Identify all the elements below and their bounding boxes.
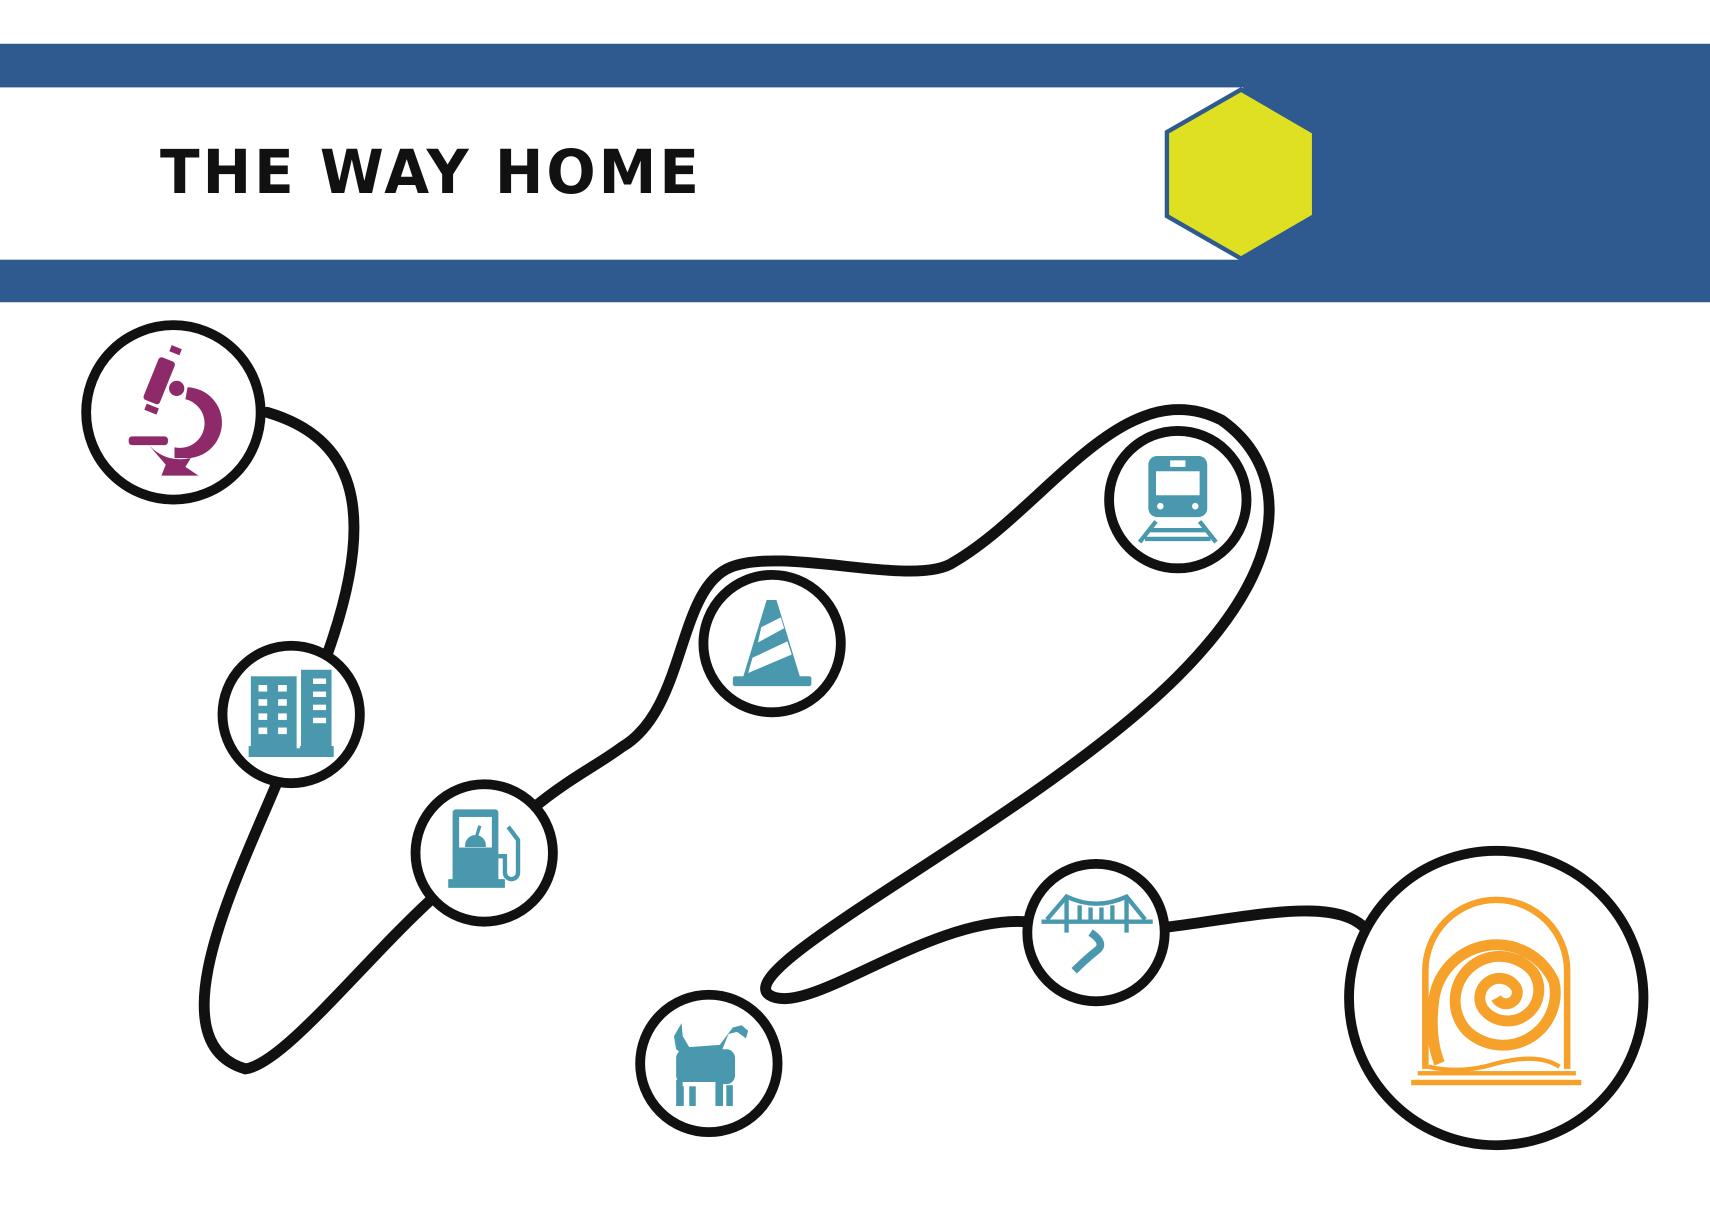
dog-icon [673, 1023, 749, 1106]
office-building-icon [248, 669, 334, 757]
train-icon [1137, 456, 1218, 544]
hexagon-badge [1164, 87, 1317, 262]
gas-pump-icon [448, 809, 521, 888]
page-title: THE WAY HOME [160, 136, 702, 208]
traffic-cone-icon [732, 599, 812, 687]
microscope-icon [128, 345, 222, 476]
header-white-strip [0, 87, 1244, 260]
stop-microscope [81, 320, 266, 505]
bridge-icon [1041, 893, 1153, 974]
home-spiral-icon [1411, 896, 1582, 1086]
route-path [198, 404, 1375, 1075]
